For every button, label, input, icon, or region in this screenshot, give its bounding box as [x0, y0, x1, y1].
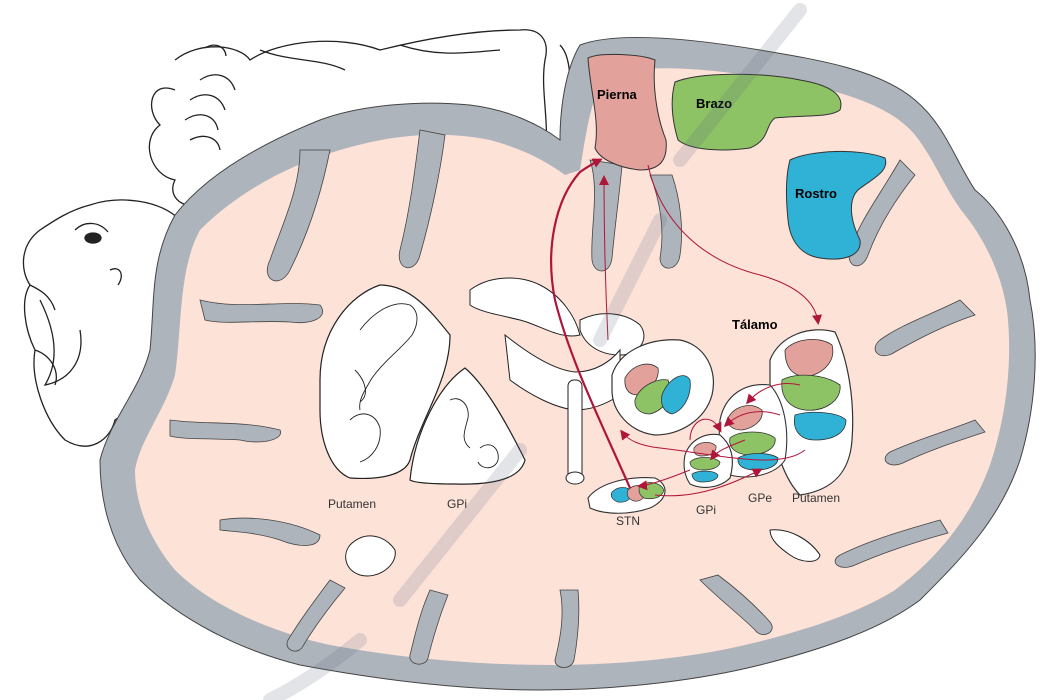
- label-leg: Pierna: [597, 87, 638, 102]
- label-thalamus: Tálamo: [732, 317, 778, 332]
- label-putamen-right: Putamen: [792, 491, 840, 505]
- label-gpe: GPe: [748, 491, 772, 505]
- cortex-leg-region: [588, 54, 666, 170]
- label-stn: STN: [616, 514, 640, 528]
- label-gpi-right: GPi: [696, 503, 716, 517]
- label-face: Rostro: [795, 186, 837, 201]
- label-putamen-left: Putamen: [328, 497, 376, 511]
